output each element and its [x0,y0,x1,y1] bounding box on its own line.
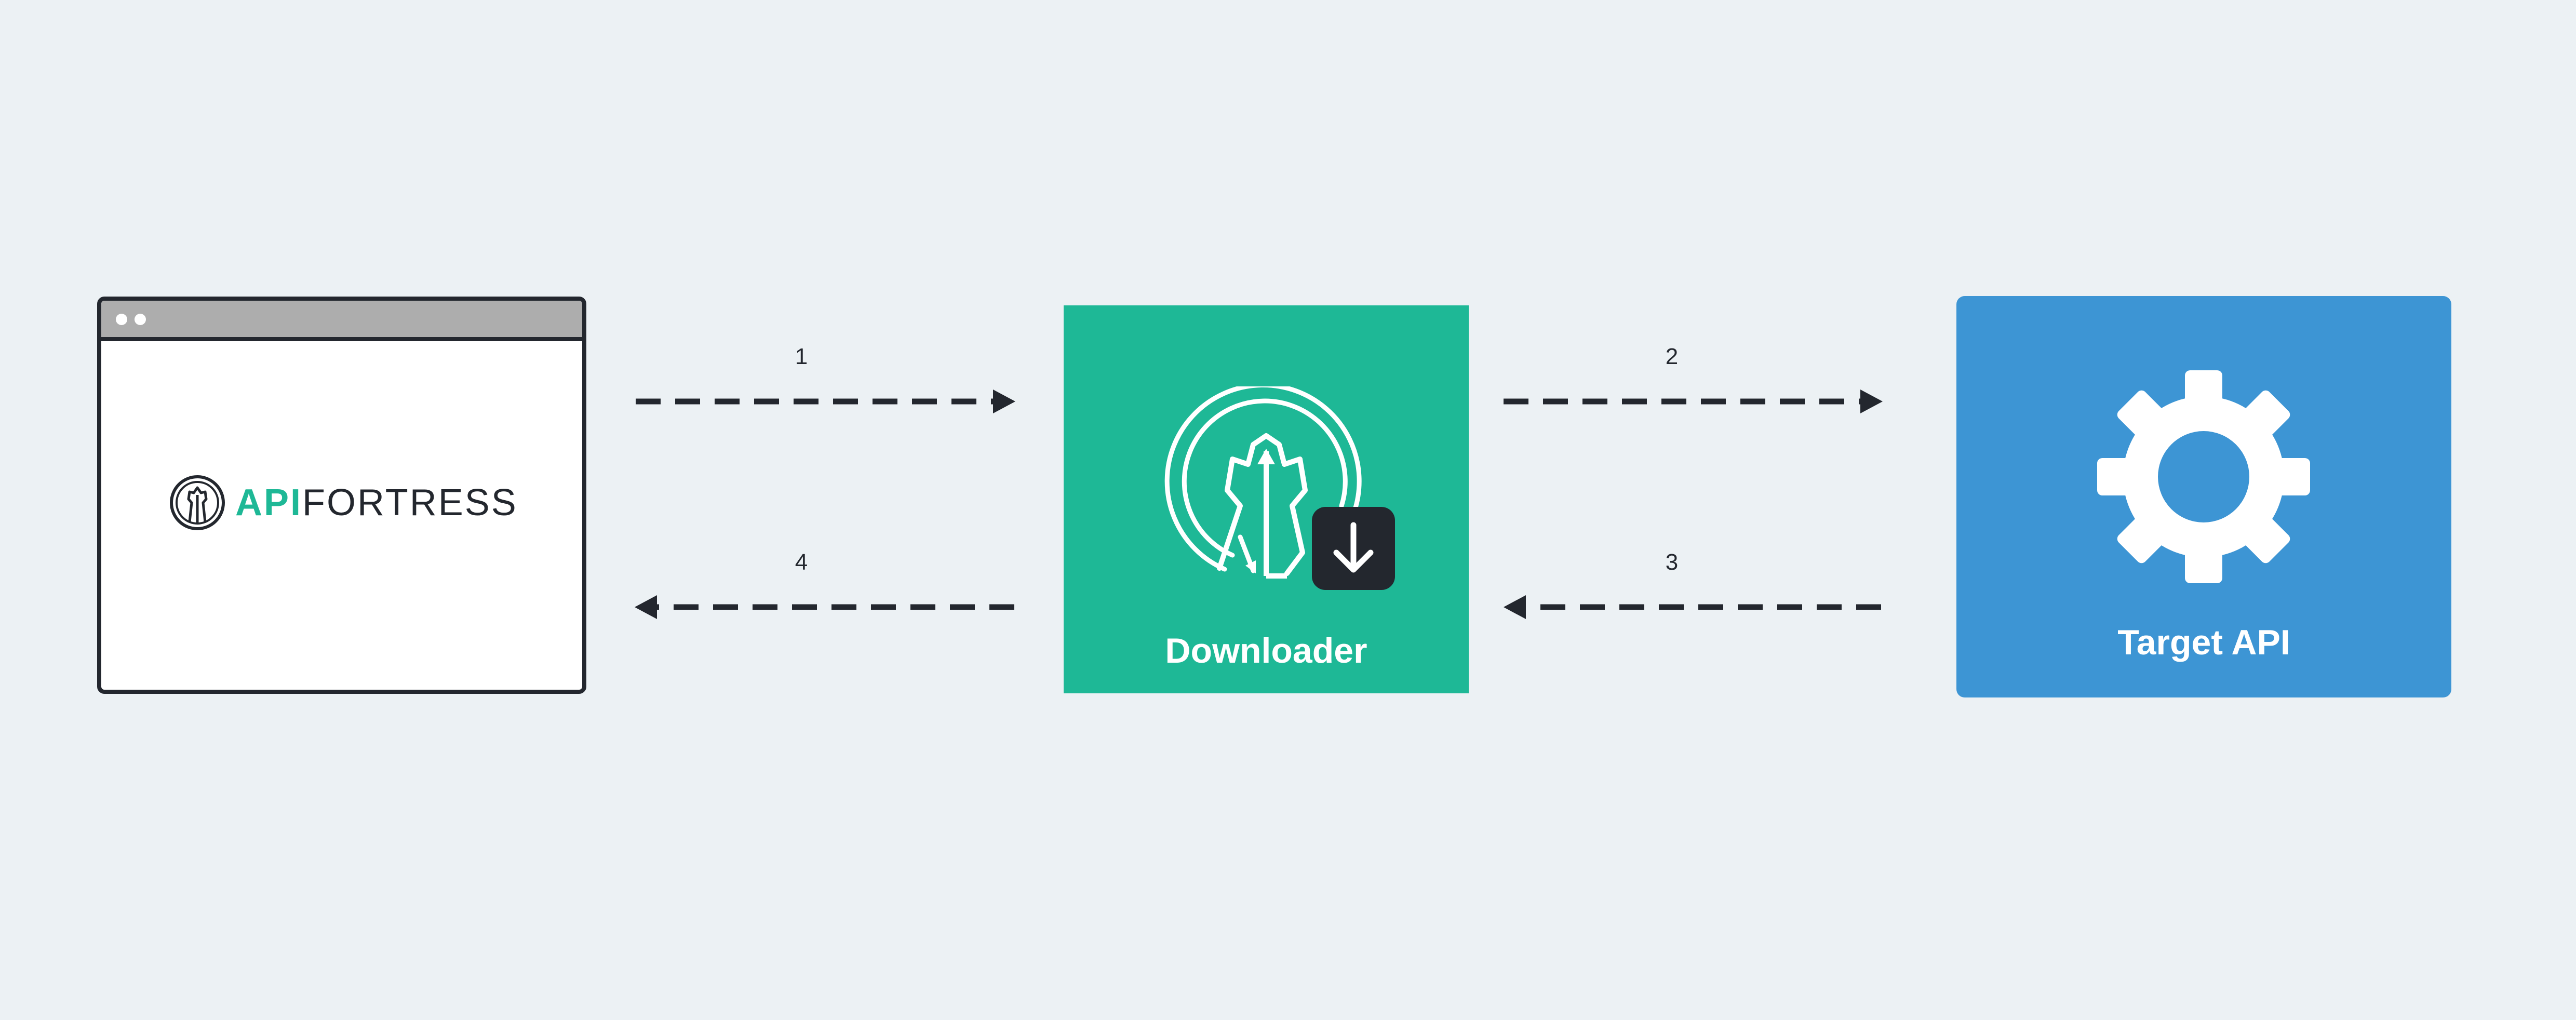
target-api-label: Target API [2117,623,2290,662]
target-api-box: Target API [1956,296,2451,697]
apifortress-logo: APIFORTRESS [169,474,518,531]
downloader-fortress-icon [1164,386,1362,579]
arrowhead-4 [635,595,657,619]
step-number-1: 1 [795,344,808,369]
window-dot-icon [116,314,127,325]
arrowhead-2 [1860,390,1883,413]
client-browser-window: APIFORTRESS [97,297,586,694]
browser-title-bar [101,301,582,341]
arrowhead-1 [993,390,1015,413]
downloader-box: Downloader [1064,305,1469,693]
logo-wordmark: APIFORTRESS [235,482,518,524]
window-dot-icon [135,314,146,325]
fortress-logo-icon [170,475,225,530]
step-number-3: 3 [1665,549,1679,575]
gear-icon [2097,370,2310,583]
arrowhead-3 [1504,595,1526,619]
step-number-4: 4 [795,549,808,575]
downloader-label: Downloader [1165,631,1367,670]
step-number-2: 2 [1665,344,1679,369]
download-badge-icon [1312,507,1395,590]
